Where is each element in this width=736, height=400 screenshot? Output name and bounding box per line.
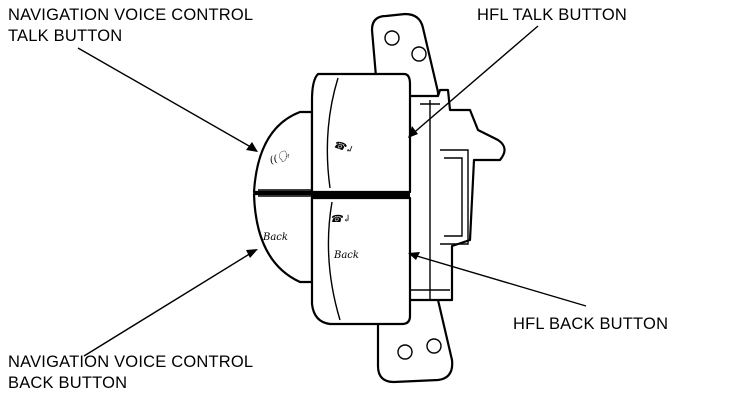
leader-nav-talk xyxy=(77,47,257,151)
svg-text:☎↲: ☎↲ xyxy=(330,214,351,225)
leader-hfl-back xyxy=(409,253,587,307)
hfl-back-mark: Back xyxy=(333,250,359,261)
label-nav-back: NAVIGATION VOICE CONTROL BACK BUTTON xyxy=(8,352,253,394)
leader-nav-back xyxy=(83,249,257,357)
label-nav-talk-line1: NAVIGATION VOICE CONTROL xyxy=(8,6,254,24)
label-hfl-talk: HFL TALK BUTTON xyxy=(477,6,628,24)
label-hfl-back: HFL BACK BUTTON xyxy=(513,315,669,333)
label-nav-back-line2: BACK BUTTON xyxy=(8,374,128,392)
leader-lines xyxy=(77,25,587,357)
label-nav-back-line1: NAVIGATION VOICE CONTROL xyxy=(8,353,254,371)
switch-housing xyxy=(394,88,506,302)
label-nav-talk-line2: TALK BUTTON xyxy=(8,27,123,45)
nav-voice-control-buttons: ((🗣 Back xyxy=(252,110,314,284)
leader-hfl-talk xyxy=(409,25,539,137)
label-nav-talk: NAVIGATION VOICE CONTROL TALK BUTTON xyxy=(8,5,253,47)
nav-back-mark: Back xyxy=(262,232,288,243)
hfl-rocker-buttons: ☎↲ ☎↲ Back xyxy=(310,72,412,326)
